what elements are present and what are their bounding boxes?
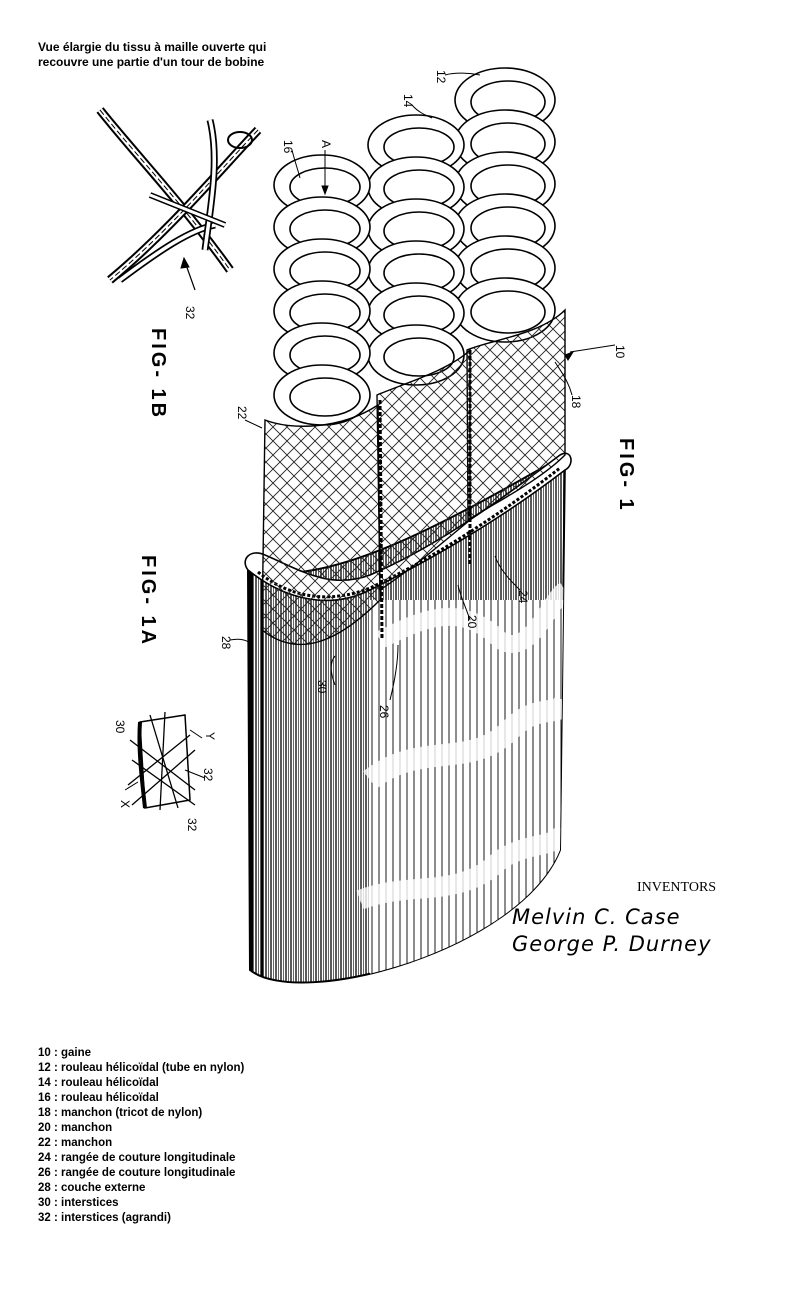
- callout-30-fig1a: 30: [113, 720, 127, 734]
- legend-item: 20 : manchon: [38, 1122, 113, 1134]
- legend-item: 26 : rangée de couture longitudinale: [38, 1167, 236, 1179]
- figure-1-drawing: [229, 67, 616, 984]
- figure-title-1a: FIG- 1A: [137, 555, 159, 647]
- callout-12: 12: [434, 70, 448, 84]
- legend-item: 22 : manchon: [38, 1137, 113, 1149]
- callout-a: A: [319, 140, 333, 148]
- legend-item: 28 : couche externe: [38, 1182, 146, 1194]
- callout-22: 22: [235, 406, 249, 420]
- legend-item: 30 : interstices: [38, 1197, 119, 1209]
- leader-lines: [229, 72, 616, 701]
- callout-26: 26: [377, 705, 391, 719]
- coil-turn-inner: [470, 290, 546, 334]
- top-caption-line1: Vue élargie du tissu à maille ouverte qu…: [38, 40, 267, 54]
- figure-titles: FIG- 1 FIG- 1A FIG- 1B: [137, 328, 637, 647]
- inventor-name-1: Melvin C. Case: [512, 905, 681, 929]
- figure-1a-drawing: [124, 711, 206, 811]
- coil-turn-inner: [289, 377, 361, 417]
- legend-item: 18 : manchon (tricot de nylon): [38, 1107, 203, 1119]
- callout-32-fig1a-bottom: 32: [185, 818, 199, 832]
- callout-20: 20: [465, 615, 479, 629]
- top-caption-line2: recouvre une partie d'un tour de bobine: [38, 55, 265, 69]
- callout-32-fig1b: 32: [183, 306, 197, 320]
- legend-item: 24 : rangée de couture longitudinale: [38, 1152, 236, 1164]
- legend: 10 : gaine 12 : rouleau hélicoïdal (tube…: [38, 1046, 244, 1226]
- helical-coil-12: [454, 67, 556, 343]
- legend-item: 10 : gaine: [38, 1047, 92, 1059]
- callout-y-fig1a: Y: [203, 732, 217, 740]
- figure-1b-drawing: [96, 107, 262, 291]
- sleeve-18: [466, 308, 566, 522]
- seam-26: [378, 399, 384, 641]
- callout-18: 18: [569, 395, 583, 409]
- callout-labels: 10 12 14 16 A 18 22 24 20 26 30 28 32 30…: [113, 70, 627, 832]
- legend-item: 14 : rouleau hélicoïdal: [38, 1077, 159, 1089]
- figure-title-1b: FIG- 1B: [147, 328, 169, 420]
- sleeve-22: [261, 403, 381, 646]
- helical-coil-16: [273, 154, 371, 426]
- callout-30: 30: [315, 680, 329, 694]
- helical-coil-14: [367, 114, 465, 386]
- inventor-name-2: George P. Durney: [512, 932, 712, 956]
- callout-x-fig1a: X: [118, 800, 132, 808]
- callout-32-fig1a-right: 32: [201, 768, 215, 782]
- inventors-label: INVENTORS: [637, 880, 717, 895]
- figure-title-1: FIG- 1: [615, 438, 637, 513]
- callout-24: 24: [516, 590, 530, 604]
- top-caption: Vue élargie du tissu à maille ouverte qu…: [38, 40, 298, 70]
- legend-item: 12 : rouleau hélicoïdal (tube en nylon): [38, 1062, 245, 1074]
- legend-item: 16 : rouleau hélicoïdal: [38, 1092, 159, 1104]
- callout-10: 10: [613, 345, 627, 359]
- callout-16: 16: [281, 140, 295, 154]
- coil-turn-inner: [383, 337, 455, 377]
- callout-14: 14: [401, 94, 415, 108]
- legend-item: 32 : interstices (agrandi): [38, 1212, 171, 1224]
- callout-28: 28: [219, 636, 233, 650]
